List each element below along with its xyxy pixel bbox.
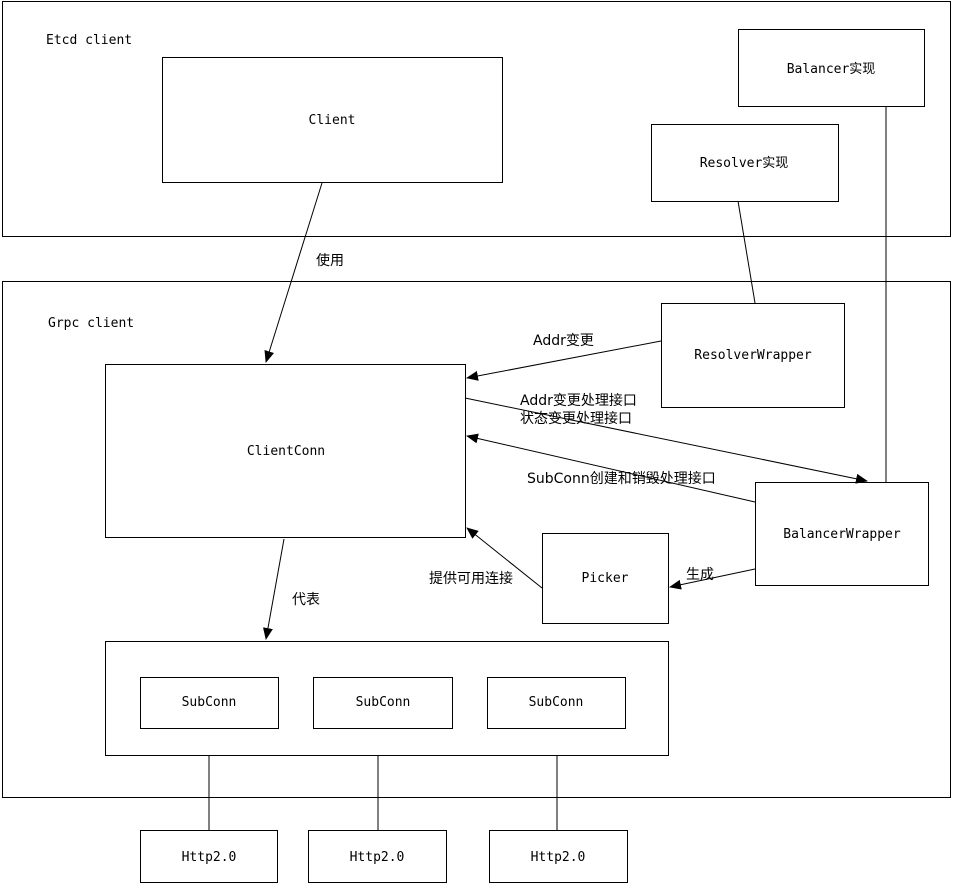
- addr-change-label: Addr变更: [533, 333, 594, 349]
- resolver-impl-to-wrapper-line: [737, 200, 756, 304]
- http2-node: Http2.0: [489, 830, 628, 883]
- subconn-node: SubConn: [313, 677, 453, 729]
- subconn-node: SubConn: [487, 677, 626, 729]
- balancer-impl-node: Balancer实现: [738, 29, 925, 107]
- subconn-node: SubConn: [140, 677, 279, 729]
- generates-arrow: [669, 568, 756, 590]
- client-label: Client: [309, 113, 356, 128]
- http2-node: Http2.0: [140, 830, 278, 883]
- handler-interface-arrow: [464, 397, 868, 484]
- grpc-client-label: Grpc client: [48, 316, 134, 331]
- subconn-create-destroy-arrow: [466, 433, 756, 503]
- addr-change-handler-label: Addr变更处理接口: [520, 392, 637, 409]
- state-change-handler-label: 状态变更处理接口: [520, 410, 632, 427]
- resolver-impl-label: Resolver实现: [700, 156, 789, 171]
- http2-label: Http2.0: [182, 850, 237, 865]
- client-conn-node: ClientConn: [105, 364, 466, 538]
- resolver-impl-node: Resolver实现: [651, 124, 839, 202]
- subconn-create-destroy-label: SubConn创建和销毁处理接口: [527, 470, 716, 487]
- client-node: Client: [162, 57, 503, 183]
- provide-connection-arrow: [466, 527, 543, 589]
- client-conn-label: ClientConn: [247, 444, 325, 459]
- resolver-wrapper-label: ResolverWrapper: [694, 348, 812, 363]
- addr-change-arrow: [466, 340, 662, 381]
- subconn-label: SubConn: [529, 695, 584, 710]
- picker-node: Picker: [542, 533, 669, 624]
- picker-label: Picker: [582, 571, 629, 586]
- generates-label: 生成: [686, 567, 714, 583]
- balancer-impl-label: Balancer实现: [787, 62, 876, 77]
- resolver-wrapper-node: ResolverWrapper: [661, 303, 845, 408]
- subconn-label: SubConn: [182, 695, 237, 710]
- http2-label: Http2.0: [531, 850, 586, 865]
- http2-label: Http2.0: [350, 850, 405, 865]
- subconn-group: SubConn SubConn SubConn: [105, 641, 669, 756]
- balancer-wrapper-node: BalancerWrapper: [755, 482, 929, 586]
- represents-arrow: [263, 538, 285, 640]
- uses-label: 使用: [316, 252, 344, 269]
- http2-node: Http2.0: [308, 830, 447, 883]
- etcd-client-label: Etcd client: [46, 33, 132, 48]
- uses-arrow: [264, 182, 323, 363]
- represents-label: 代表: [292, 592, 320, 608]
- subconn-label: SubConn: [356, 695, 411, 710]
- balancer-wrapper-label: BalancerWrapper: [783, 527, 901, 542]
- provide-connection-label: 提供可用连接: [429, 570, 513, 587]
